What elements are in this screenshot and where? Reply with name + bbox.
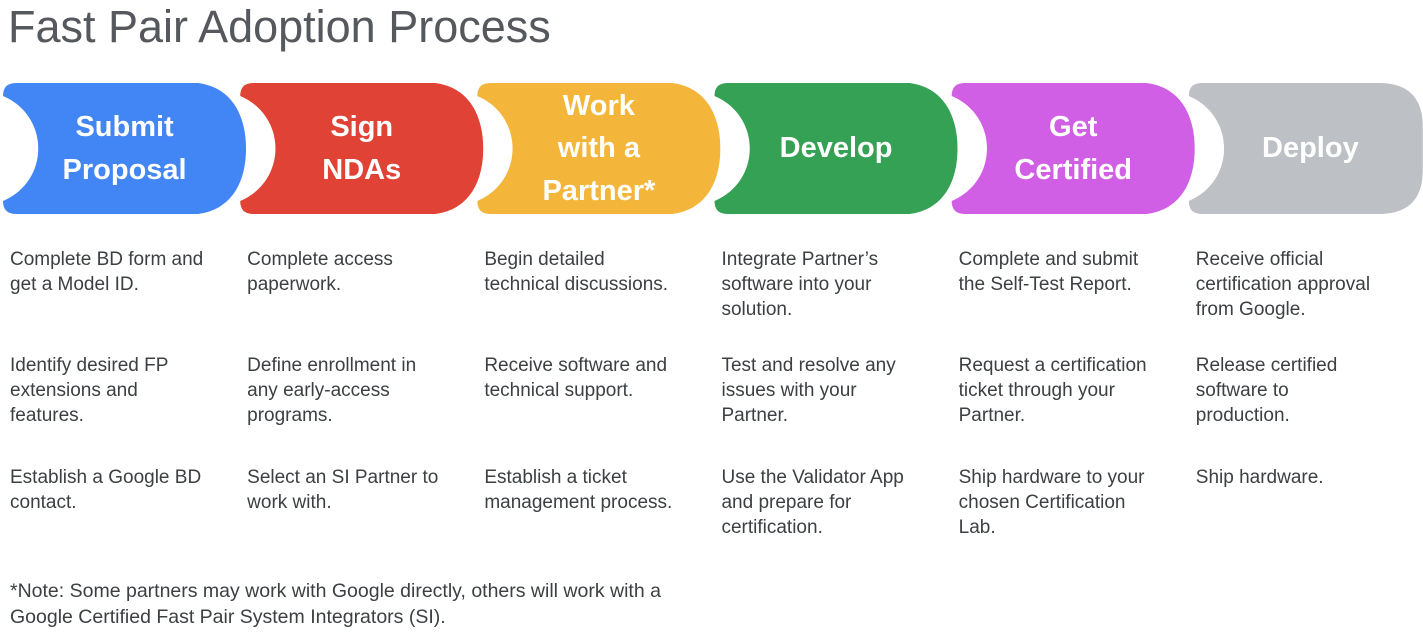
stage-shape-submit-proposal: [3, 83, 246, 214]
stage-label-develop: Develop: [779, 132, 893, 165]
page-title: Fast Pair Adoption Process: [8, 1, 551, 52]
note-develop-2: Test and resolve any issues with your Pa…: [721, 355, 896, 426]
note-deploy-1: Receive official certification approval …: [1195, 249, 1371, 320]
stage-shape-develop: [714, 83, 958, 214]
footnote: *Note: Some partners may work with Googl…: [10, 580, 661, 628]
note-get-certified-3: Ship hardware to your chosen Certificati…: [958, 467, 1145, 538]
stage-shape-deploy: [1188, 83, 1423, 214]
note-work-with-partner-3: Establish a ticket management process.: [484, 467, 673, 513]
stage-label-work-with-partner: Work with a Partner*: [542, 90, 656, 207]
note-deploy-3: Ship hardware.: [1195, 467, 1324, 488]
note-work-with-partner-2: Receive software and technical support.: [484, 355, 668, 401]
note-submit-proposal-3: Establish a Google BD contact.: [10, 467, 202, 513]
stage-labels-row: Submit Proposal Sign NDAs Work with a Pa…: [0, 83, 1423, 214]
stage-shape-sign-ndas: [240, 83, 484, 214]
note-deploy-2: Release certified software to production…: [1195, 355, 1338, 426]
note-get-certified-2: Request a certification ticket through y…: [958, 355, 1147, 426]
stage-label-sign-ndas: Sign NDAs: [322, 111, 402, 186]
stage-shape-work-with-partner: [477, 83, 721, 214]
stage-notes-grid: Complete BD form and get a Model ID. Com…: [0, 247, 1423, 540]
note-submit-proposal-1: Complete BD form and get a Model ID.: [10, 249, 204, 295]
stage-shape-get-certified: [951, 83, 1195, 214]
note-sign-ndas-1: Complete access paperwork.: [247, 249, 393, 295]
note-get-certified-1: Complete and submit the Self-Test Report…: [958, 249, 1139, 295]
stage-label-submit-proposal: Submit Proposal: [62, 111, 187, 186]
note-work-with-partner-1: Begin detailed technical discussions.: [484, 249, 669, 295]
stage-label-deploy: Deploy: [1262, 132, 1359, 165]
note-develop-3: Use the Validator App and prepare for ce…: [721, 467, 904, 538]
note-develop-1: Integrate Partner’s software into your s…: [721, 249, 879, 320]
note-sign-ndas-2: Define enrollment in any early-access pr…: [247, 355, 417, 426]
process-shapes: [3, 83, 1423, 214]
note-sign-ndas-3: Select an SI Partner to work with.: [247, 467, 439, 513]
note-submit-proposal-2: Identify desired FP extensions and featu…: [10, 355, 169, 426]
stage-label-get-certified: Get Certified: [1014, 111, 1133, 186]
process-band: Submit Proposal Sign NDAs Work with a Pa…: [0, 83, 1423, 214]
